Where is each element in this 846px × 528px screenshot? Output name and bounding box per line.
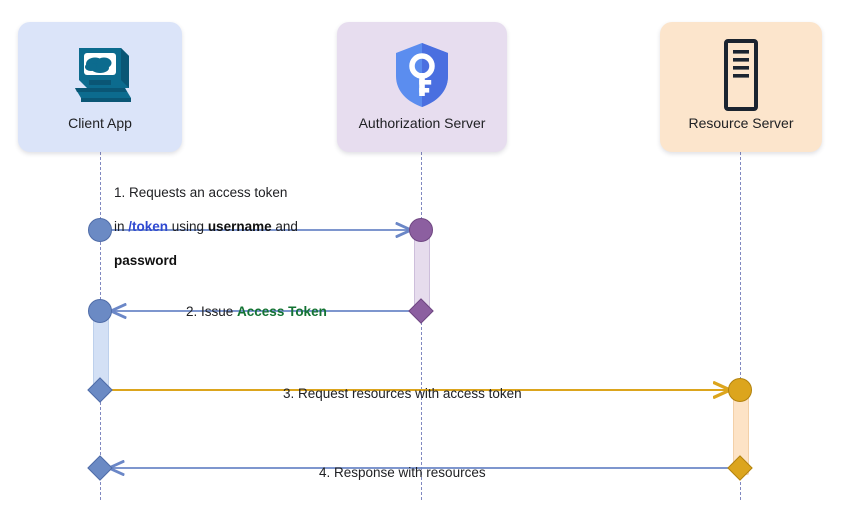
message-label-3: 3. Request resources with access token bbox=[283, 368, 522, 402]
message-1-password: password bbox=[114, 253, 178, 268]
lifeline-resource-server bbox=[740, 152, 741, 500]
participant-resource-server[interactable]: Resource Server bbox=[660, 22, 822, 152]
participant-label-resource-server: Resource Server bbox=[688, 115, 794, 131]
message-4-text: 4. Response with resources bbox=[319, 465, 486, 480]
message-1-line-1: 1. Requests an access token bbox=[114, 185, 288, 200]
message-label-4: 4. Response with resources bbox=[319, 447, 486, 481]
message-2-prefix: 2. Issue bbox=[186, 304, 238, 319]
marker-client-message-1 bbox=[88, 218, 112, 242]
participant-label-authorization-server: Authorization Server bbox=[358, 115, 486, 131]
message-1-line-2-mid: using bbox=[168, 219, 208, 234]
message-2-access-token: Access Token bbox=[237, 304, 327, 319]
message-1-token-endpoint: /token bbox=[128, 219, 169, 234]
marker-client-message-2 bbox=[88, 299, 112, 323]
participant-label-client-app: Client App bbox=[68, 115, 132, 131]
message-1-line-2-prefix: in bbox=[114, 219, 129, 234]
lifeline-authorization-server bbox=[421, 152, 422, 500]
message-label-2: 2. Issue Access Token bbox=[186, 286, 327, 320]
marker-authorization-server-message-1 bbox=[409, 218, 433, 242]
server-rack-icon bbox=[713, 36, 769, 114]
participant-client-app[interactable]: Client App bbox=[18, 22, 182, 152]
marker-client-message-4 bbox=[87, 455, 113, 481]
desktop-computer-icon bbox=[67, 36, 133, 114]
marker-resource-server-message-3 bbox=[728, 378, 752, 402]
participant-authorization-server[interactable]: Authorization Server bbox=[337, 22, 507, 152]
message-1-line-2-suffix: and bbox=[271, 219, 298, 234]
message-label-1: 1. Requests an access token in /token us… bbox=[114, 167, 374, 286]
shield-key-icon bbox=[391, 36, 453, 114]
message-1-username: username bbox=[207, 219, 272, 234]
message-3-text: 3. Request resources with access token bbox=[283, 386, 522, 401]
